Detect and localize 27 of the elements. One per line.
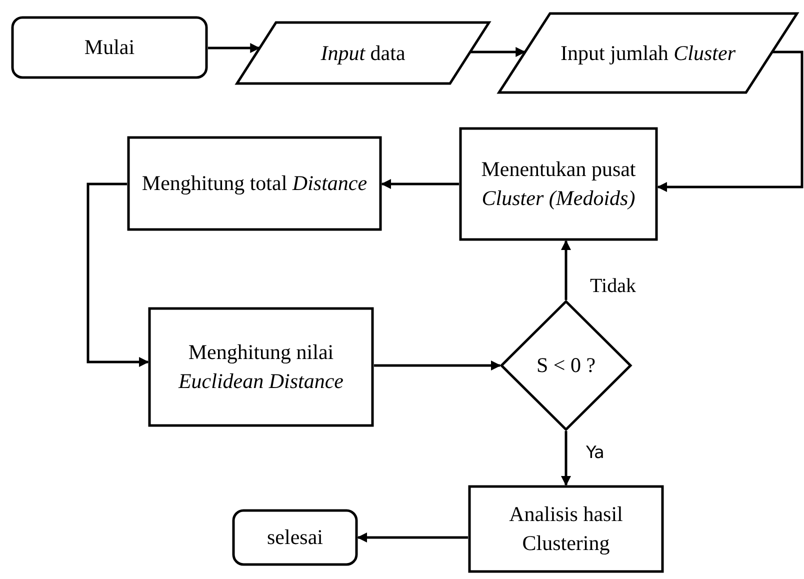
arrow — [357, 532, 468, 542]
arrow — [561, 240, 571, 300]
input-parallelogram — [236, 21, 490, 85]
process-box — [148, 307, 374, 427]
arrow — [470, 47, 526, 57]
node-text: Menentukan pusat Cluster (Medoids) — [480, 156, 637, 212]
start-terminal — [11, 16, 208, 79]
decision-diamond — [500, 300, 632, 431]
input-parallelogram — [498, 12, 798, 94]
process-box — [468, 485, 664, 573]
arrow — [381, 179, 459, 189]
node-text: Mulai — [84, 34, 135, 61]
arrow — [86, 182, 149, 367]
arrow — [374, 360, 501, 370]
arrow — [561, 431, 571, 486]
node-text: Input data — [320, 40, 406, 66]
node-text: Menghitung nilai Euclidean Distance — [177, 339, 345, 395]
process-box — [127, 136, 382, 231]
node-text: Menghitung total Distance — [142, 170, 368, 197]
node-text: Analisis hasil Clustering — [508, 501, 624, 557]
arrow — [657, 50, 804, 192]
node-text: S < 0 ? — [536, 352, 596, 379]
end-terminal — [232, 509, 358, 566]
node-text: Input jumlah Cluster — [560, 40, 736, 66]
node-text: selesai — [267, 524, 323, 551]
process-box — [459, 127, 658, 241]
arrow — [208, 43, 260, 53]
